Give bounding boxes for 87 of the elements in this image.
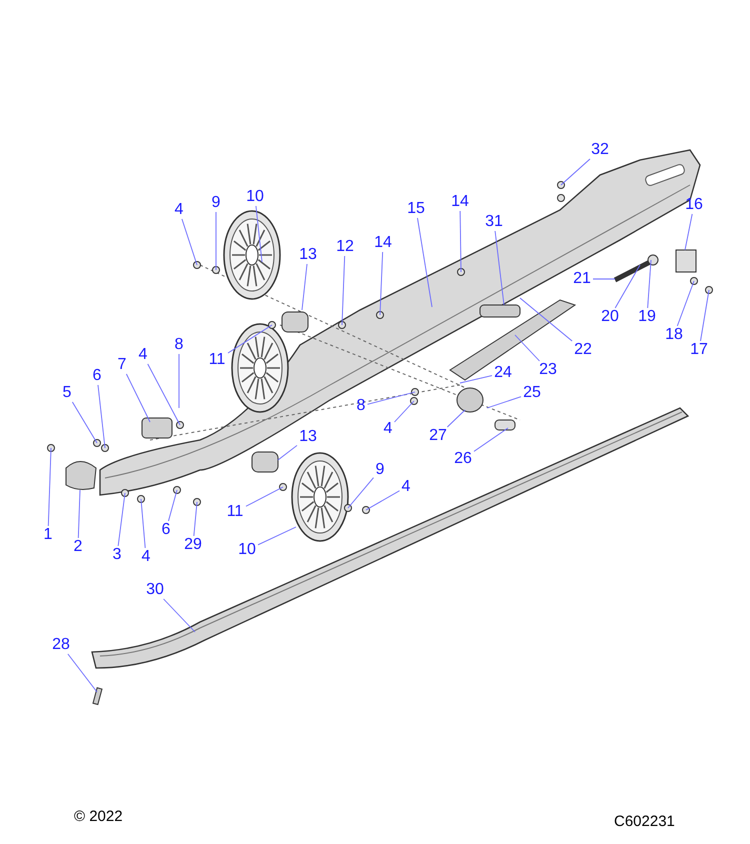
- leader-line: [178, 354, 180, 408]
- leader-line: [560, 158, 590, 186]
- callout-number: 6: [162, 521, 170, 539]
- callout-number: 10: [246, 188, 264, 206]
- callout-number: 9: [212, 194, 220, 212]
- leader-line: [684, 214, 693, 250]
- leader-line: [367, 392, 416, 405]
- leader-line: [302, 264, 308, 310]
- leader-line: [486, 396, 522, 408]
- leader-line: [278, 444, 298, 460]
- leader-line: [366, 490, 400, 510]
- callout-number: 14: [374, 234, 392, 252]
- callout-number: 7: [118, 356, 126, 374]
- callout-number: 32: [591, 141, 609, 159]
- callout-number: 14: [451, 193, 469, 211]
- callout-number: 8: [356, 397, 366, 415]
- callout-number: 4: [174, 201, 184, 219]
- leader-line: [348, 477, 374, 508]
- callout-number: 20: [601, 308, 619, 326]
- leader-line: [460, 210, 462, 272]
- leader-line: [228, 324, 272, 354]
- leader-line: [98, 384, 106, 448]
- callout-number: 13: [299, 246, 317, 264]
- callout-number: 11: [226, 503, 244, 521]
- callout-number: 9: [376, 461, 384, 479]
- callout-number: 27: [429, 427, 447, 445]
- callout-number: 2: [74, 538, 82, 556]
- callout-number: 4: [138, 346, 148, 364]
- leader-line: [147, 364, 180, 426]
- callout-number: 23: [539, 361, 557, 379]
- leader-line: [246, 486, 284, 507]
- callout-number: 11: [208, 351, 226, 369]
- leader-line: [700, 290, 710, 342]
- callout-number: 4: [142, 548, 150, 566]
- callout-number: 15: [407, 200, 425, 218]
- leader-line: [676, 280, 694, 326]
- callout-number: 12: [336, 238, 354, 256]
- leader-line: [494, 230, 504, 306]
- leader-line: [514, 334, 540, 362]
- callout-number: 6: [92, 367, 102, 385]
- callout-number: 1: [44, 526, 52, 544]
- callout-number: 21: [573, 270, 591, 288]
- leader-line: [460, 375, 492, 384]
- callout-number: 16: [685, 196, 703, 214]
- callout-number: 30: [146, 581, 164, 599]
- leader-line: [474, 428, 508, 452]
- leader-line: [520, 298, 573, 342]
- leader-line: [592, 278, 616, 280]
- callout-number: 17: [690, 341, 708, 359]
- leader-line: [193, 502, 198, 536]
- callout-number: 13: [299, 428, 317, 446]
- leader-line: [342, 256, 346, 326]
- callout-number: 25: [523, 384, 541, 402]
- leader-line: [72, 402, 98, 444]
- leader-line: [182, 218, 198, 266]
- leader-line: [380, 252, 384, 316]
- leader-line: [256, 206, 262, 262]
- leader-line: [126, 374, 150, 422]
- leader-line: [67, 654, 98, 692]
- callout-number: 10: [238, 541, 256, 559]
- leader-line: [78, 490, 80, 538]
- callout-number: 5: [62, 384, 72, 402]
- leader-line: [48, 448, 52, 526]
- leader-line: [163, 598, 196, 632]
- diagram-code: C602231: [614, 812, 675, 832]
- callout-number: 4: [384, 420, 392, 438]
- callout-number: 18: [665, 326, 683, 344]
- leader-line: [647, 260, 652, 308]
- callout-number: 3: [112, 546, 122, 564]
- callout-number: 26: [454, 450, 472, 468]
- callout-number: 8: [174, 336, 184, 354]
- leader-line: [168, 490, 178, 522]
- callout-number: 29: [184, 536, 202, 554]
- callout-number: 24: [494, 364, 512, 382]
- leader-line: [417, 218, 432, 308]
- leader-line: [394, 400, 414, 422]
- leader-line: [140, 498, 146, 548]
- leader-line: [258, 526, 296, 546]
- callout-number: 31: [485, 213, 503, 231]
- leader-line: [446, 410, 466, 428]
- copyright-note: © 2022: [74, 807, 123, 827]
- leader-line: [118, 492, 126, 546]
- callout-number: 22: [574, 341, 592, 359]
- callout-number: 4: [402, 478, 410, 496]
- callout-number: 28: [52, 636, 70, 654]
- callout-number: 19: [638, 308, 656, 326]
- leader-line: [614, 264, 640, 308]
